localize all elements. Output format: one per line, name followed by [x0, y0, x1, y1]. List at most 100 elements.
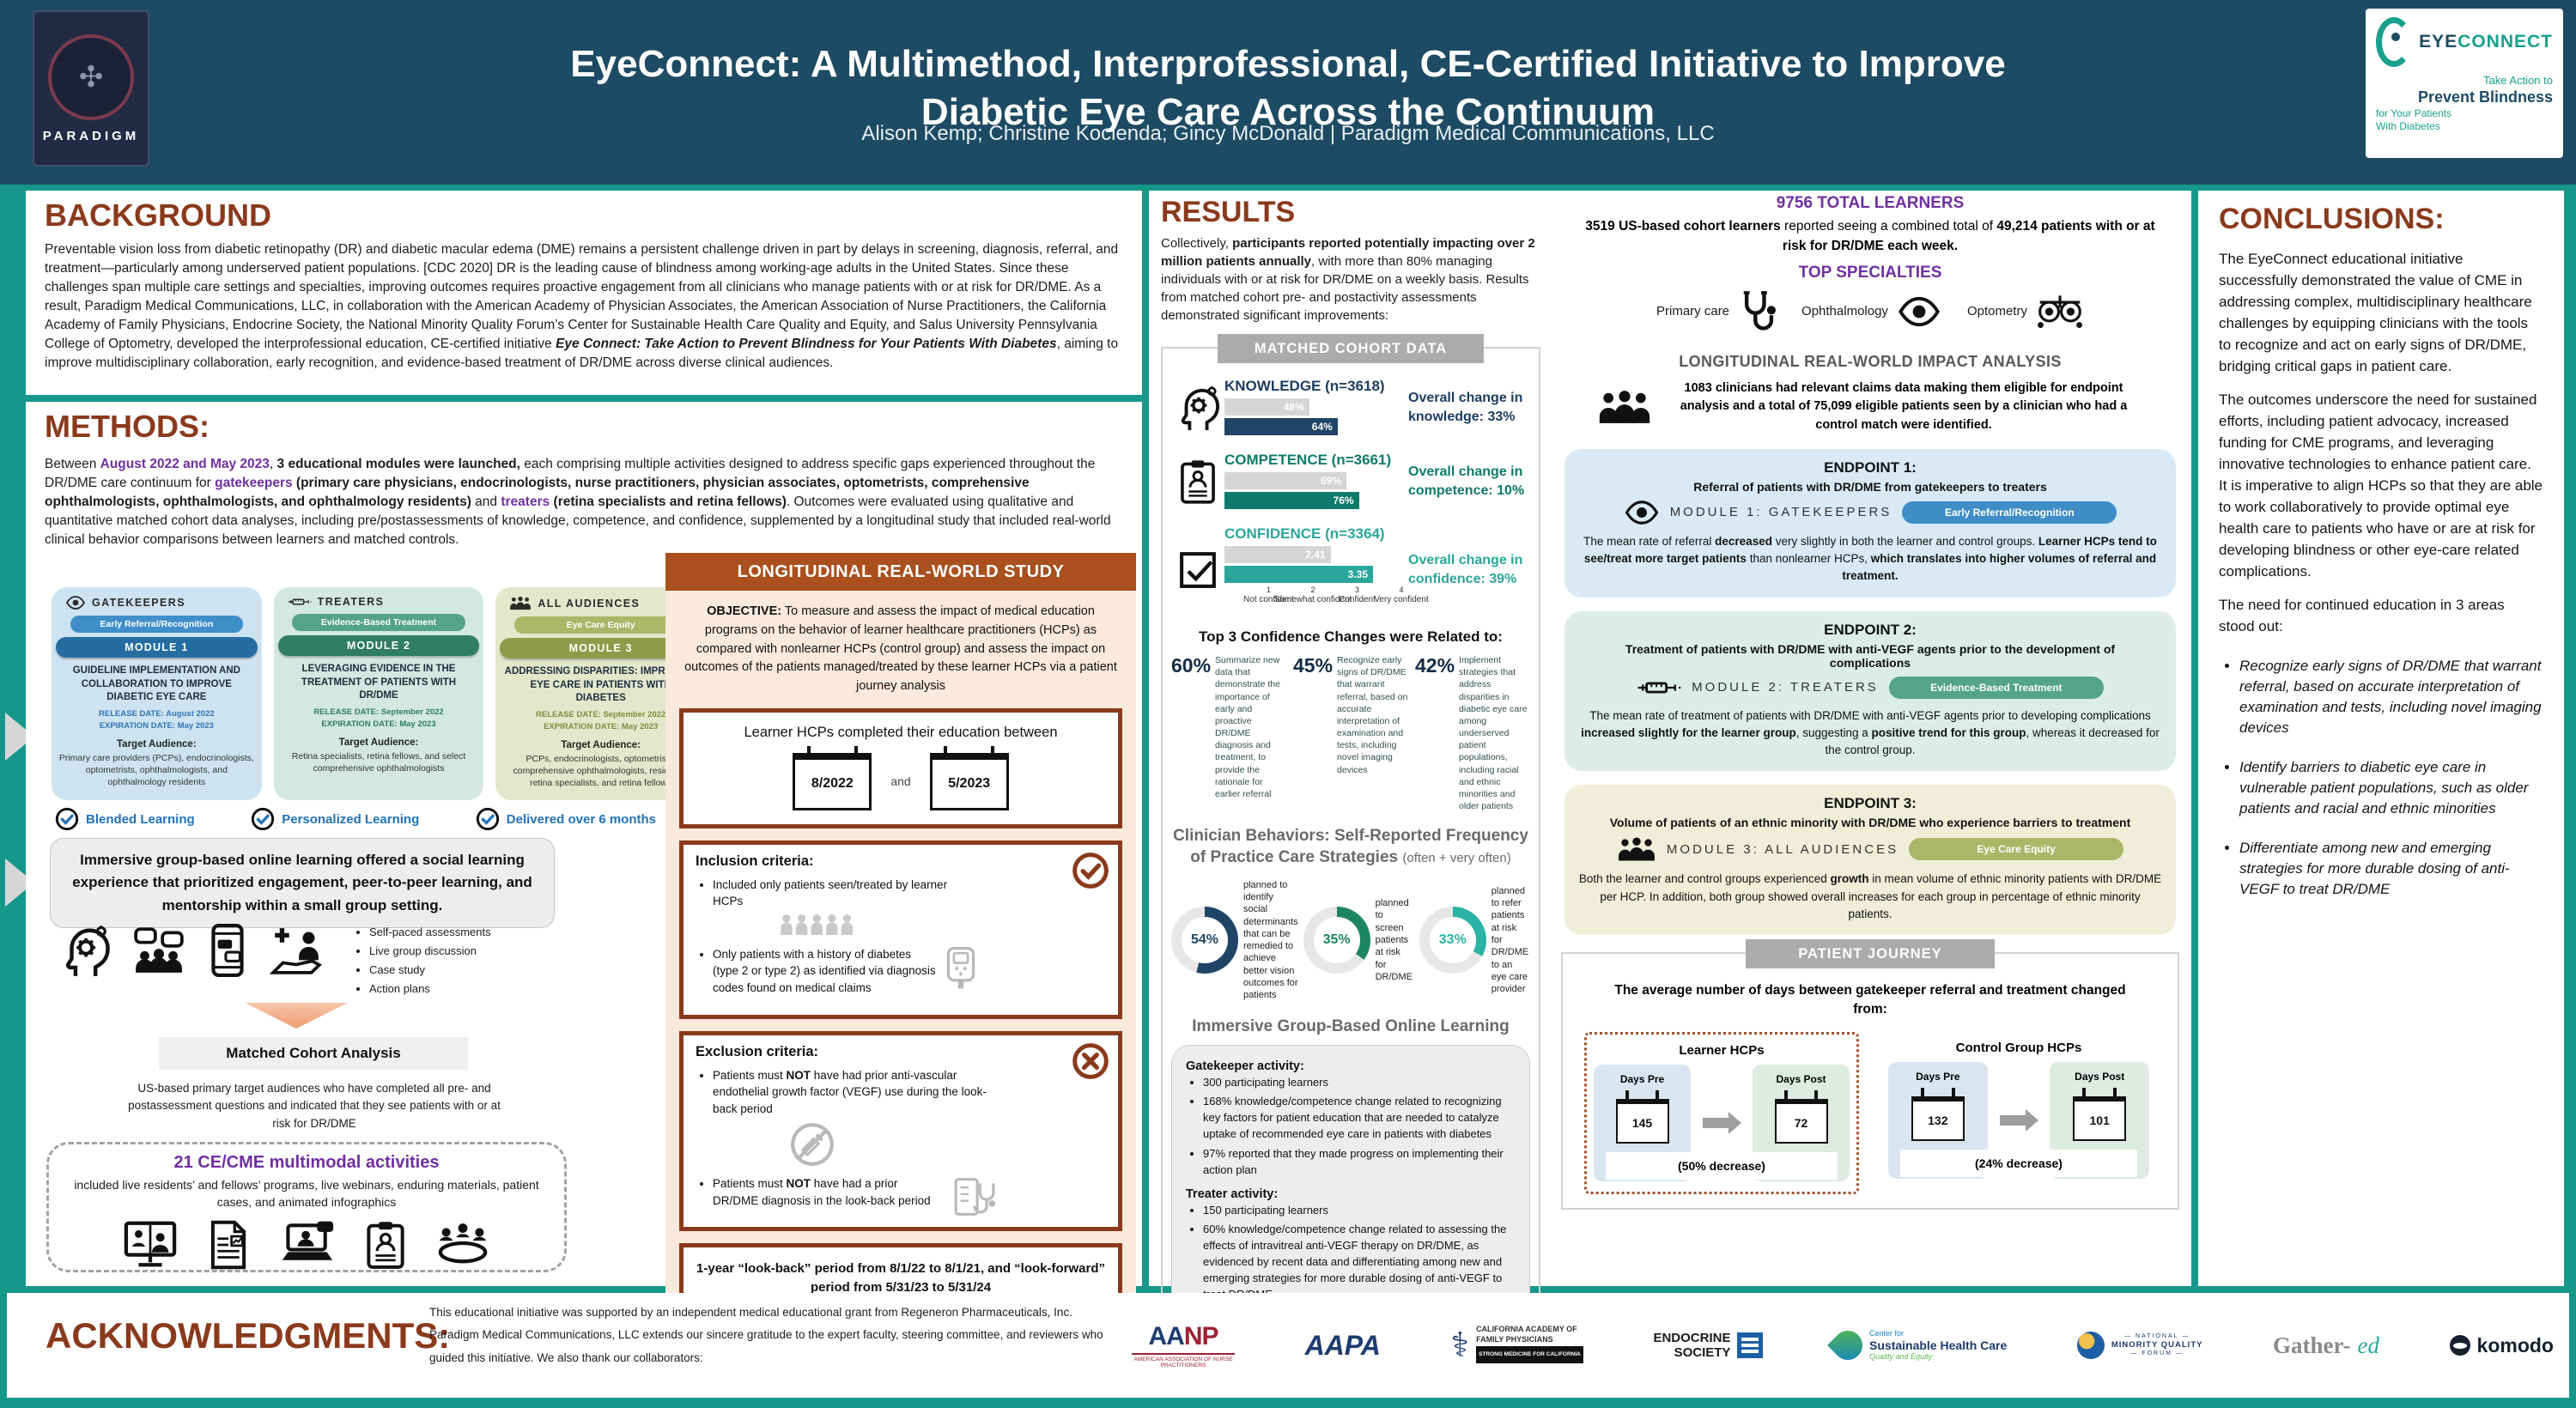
competence-chart: COMPETENCE (n=3661) 69% 76% Overall chan… — [1171, 452, 1530, 512]
cohort-learners-line: 3519 US-based cohort learners reported s… — [1585, 219, 2155, 254]
endocrine-mark-icon — [1737, 1332, 1764, 1358]
decrease-label: (24% decrease) — [1900, 1149, 2137, 1177]
paradigm-logo: ✣ PARADIGM — [33, 10, 149, 167]
endpoint-subtitle: Referral of patients with DR/DME from ga… — [1693, 479, 2047, 494]
impact-stat-text: 1083 clinicians had relevant claims data… — [1680, 380, 2128, 433]
endpoint-subtitle: Volume of patients of an ethnic minority… — [1609, 816, 2131, 830]
laptop-icon — [280, 1220, 335, 1266]
control-group-hcps: Control Group HCPs Days Pre 132 Days Pos… — [1881, 1032, 2156, 1194]
check-circle-icon — [1072, 852, 1109, 889]
matched-cohort-box: MATCHED COHORT DATA KNOWLEDGE (n=3618) 4… — [1161, 334, 1540, 1337]
endpoint-1-box: ENDPOINT 1: Referral of patients with DR… — [1564, 448, 2176, 598]
exclusion-criteria-box: Exclusion criteria: Patients must NOT ha… — [679, 1030, 1122, 1231]
calendar-icon: 101 — [2073, 1087, 2127, 1141]
x-circle-icon — [1072, 1042, 1109, 1080]
down-arrow-icon — [245, 1003, 348, 1029]
learner-hcps-group: Learner HCPs Days Pre 145 Days Post 72 — [1584, 1031, 1859, 1194]
globe-icon — [2076, 1332, 2105, 1359]
matched-cohort-analysis-text: US-based primary target audiences who ha… — [128, 1082, 501, 1130]
post-bar: 64% — [1224, 418, 1338, 435]
arrow-right-icon — [1999, 1108, 2039, 1132]
pre-bar: 2.41 — [1224, 546, 1331, 563]
activities-icons — [61, 1220, 552, 1270]
education-line: Learner HCPs completed their education b… — [744, 724, 1058, 740]
people-icon — [509, 596, 532, 610]
komodo-logo: komodo — [2449, 1334, 2554, 1357]
syringe-icon — [288, 597, 312, 607]
eyeconnect-brand: EYECONNECT — [2419, 32, 2553, 52]
no-syringe-icon — [790, 1122, 835, 1167]
aanp-logo: AANP AMERICAN ASSOCIATION OF NURSE PRACT… — [1132, 1322, 1235, 1369]
exclusion-item: Patients must NOT have had a prior DR/DM… — [713, 1175, 996, 1209]
top3-row: 60%Summarize new data that demonstrate t… — [1171, 654, 1530, 812]
specialty-primary-care: Primary care — [1656, 291, 1776, 332]
feature-personalized-learning: Personalized Learning — [251, 807, 419, 831]
komodo-mark-icon — [2449, 1335, 2470, 1356]
endpoint-subtitle: Treatment of patients with DR/DME with a… — [1625, 641, 2116, 670]
clipboard-icon — [1178, 458, 1218, 505]
inclusion-item: Only patients with a history of diabetes… — [713, 946, 979, 997]
target-audience-label: Target Audience: — [561, 740, 641, 751]
donut-item: 33% planned to refer patients at risk fo… — [1419, 879, 1530, 1002]
lookback-text: 1-year “look-back” period from 8/1/22 to… — [696, 1260, 1105, 1296]
inclusion-item: Included only patients seen/treated by l… — [713, 877, 979, 938]
stethoscope-icon — [1738, 291, 1776, 332]
matched-cohort-header: MATCHED COHORT DATA — [1218, 334, 1484, 363]
behaviors-donuts: 54% planned to identify social determina… — [1171, 879, 1530, 1002]
module-label: MODULE 1 — [56, 637, 258, 658]
objective-text: OBJECTIVE: To measure and assess the imp… — [684, 604, 1117, 693]
endpoint-title: ENDPOINT 1: — [1824, 458, 1917, 476]
feature-blended-learning: Blended Learning — [55, 807, 195, 831]
endpoint-module-label: MODULE 3: ALL AUDIENCES — [1666, 841, 1899, 857]
endpoint-topic-pill: Evidence-Based Treatment — [1888, 676, 2104, 699]
endpoint-topic-pill: Eye Care Equity — [1909, 838, 2124, 861]
pre-bar: 48% — [1224, 398, 1309, 416]
top3-item: 42%Implement strategies that address dis… — [1415, 654, 1528, 812]
format-row: Self-paced assessmentsLive group discuss… — [60, 924, 644, 1001]
head-gear-icon — [1176, 385, 1219, 431]
specialty-optometry: Optometry — [1967, 294, 2084, 330]
nmqf-logo: — NATIONAL — MINORITY QUALITY — FORUM — — [2076, 1332, 2203, 1359]
background-section: BACKGROUND Preventable vision loss from … — [26, 191, 1142, 395]
aapa-logo: AAPA — [1304, 1329, 1381, 1361]
endpoint-title: ENDPOINT 3: — [1824, 795, 1917, 812]
results-intro: Collectively, participants reported pote… — [1161, 236, 1535, 323]
impact-stat-row: 1083 clinicians had relevant claims data… — [1597, 379, 2143, 435]
caduceus-icon: ⚕ — [1450, 1326, 1470, 1364]
activities-text: included live residents’ and fellows’ pr… — [74, 1178, 539, 1210]
paradigm-emblem-icon: ✣ — [48, 33, 134, 120]
longitudinal-study-header: LONGITUDINAL REAL-WORLD STUDY — [665, 553, 1136, 591]
treater-activity-bullets: 150 participating learners60% knowledge/… — [1186, 1203, 1516, 1303]
audience-tag: ALL AUDIENCES — [538, 597, 641, 610]
eye-icon — [1624, 501, 1660, 525]
top-specialties-heading: TOP SPECIALTIES — [1798, 263, 1942, 282]
feature-delivery-duration: Delivered over 6 months — [476, 807, 656, 831]
igl-box: Gatekeeper activity: 300 participating l… — [1171, 1044, 1530, 1323]
people-icon — [1597, 388, 1652, 426]
methods-section: METHODS: Between August 2022 and May 202… — [26, 402, 1142, 1330]
module-topic-pill: Early Referral/Recognition — [70, 616, 243, 633]
top3-item: 45%Recognize early signs of DR/DME that … — [1293, 654, 1408, 775]
audience-tag: TREATERS — [317, 596, 385, 608]
roundtable-icon — [436, 1220, 489, 1265]
patient-journey-box: PATIENT JOURNEY The average number of da… — [1561, 939, 2179, 1210]
calendar-icon: 5/2023 — [929, 745, 1009, 810]
format-bullets: Self-paced assessmentsLive group discuss… — [354, 926, 491, 1001]
decrease-label: (50% decrease) — [1606, 1151, 1838, 1180]
endpoint-module-label: MODULE 2: TREATERS — [1692, 680, 1879, 695]
syringe-icon — [1637, 678, 1681, 697]
post-bar: 76% — [1224, 492, 1359, 509]
learning-features: Blended Learning Personalized Learning D… — [55, 807, 656, 831]
conclusions-bullets: Recognize early signs of DR/DME that war… — [2219, 656, 2543, 900]
methods-intro: Between August 2022 and May 2023, 3 educ… — [45, 457, 1111, 547]
treater-activity-heading: Treater activity: — [1186, 1186, 1279, 1201]
matched-cohort-analysis-title: Matched Cohort Analysis — [159, 1037, 468, 1070]
endpoint-text: Both the learner and control groups expe… — [1578, 872, 2162, 920]
conclusions-p3: The need for continued education in 3 ar… — [2219, 597, 2505, 634]
eye-icon — [65, 596, 86, 610]
group-label: Control Group HCPs — [1955, 1040, 2082, 1055]
post-bar: 3.35 — [1224, 566, 1374, 583]
